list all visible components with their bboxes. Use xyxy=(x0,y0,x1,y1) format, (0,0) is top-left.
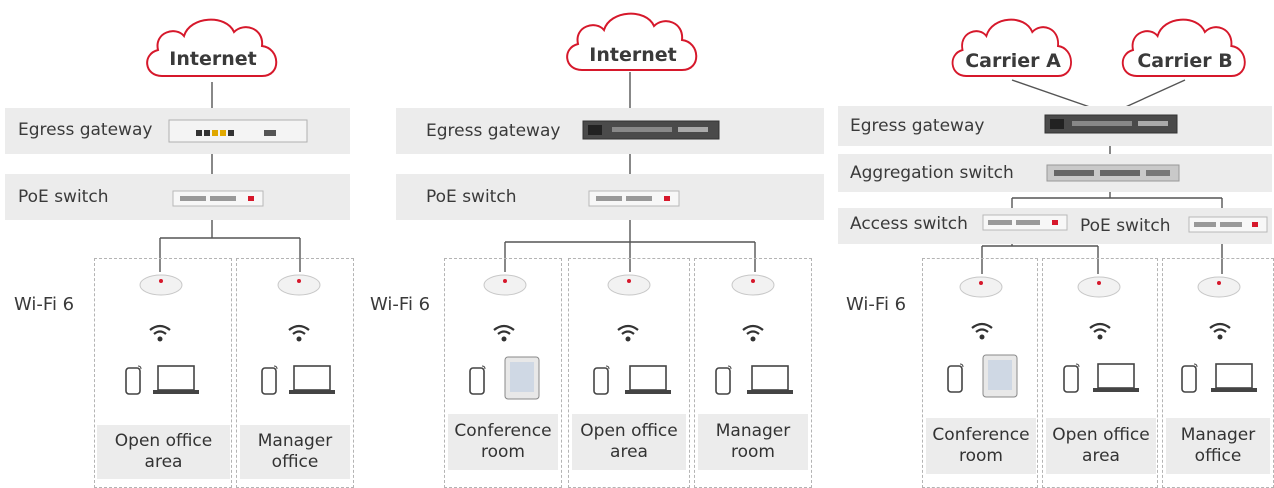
poe-switch-label: PoE switch xyxy=(1080,216,1171,236)
area-label-manager-office: Manager office xyxy=(1166,418,1270,474)
area-label-open-office: Open office area xyxy=(97,425,230,479)
access-point-icon xyxy=(606,272,652,298)
access-point-icon xyxy=(730,272,776,298)
phone-icon xyxy=(714,364,734,396)
carrier-a-cloud: Carrier A xyxy=(946,10,1080,84)
wifi-signal-icon xyxy=(490,318,518,344)
switch-device-icon xyxy=(588,190,680,208)
laptop-icon xyxy=(746,364,794,396)
cloud-icon xyxy=(951,18,1072,77)
access-point-icon xyxy=(138,272,184,298)
phone-icon xyxy=(946,362,966,394)
access-point-icon xyxy=(958,274,1004,300)
switch-device-icon xyxy=(172,190,264,208)
tablet-icon xyxy=(982,354,1018,398)
aggregation-switch-label: Aggregation switch xyxy=(850,163,1014,183)
wifi6-label: Wi-Fi 6 xyxy=(14,294,75,315)
internet-cloud: Internet xyxy=(140,10,286,84)
cloud-icon xyxy=(146,18,278,77)
laptop-icon xyxy=(624,364,672,396)
laptop-icon xyxy=(288,364,336,396)
phone-icon xyxy=(1062,362,1082,394)
egress-gateway-label: Egress gateway xyxy=(426,121,561,141)
cloud-label: Internet xyxy=(169,48,257,70)
gateway-device-icon xyxy=(168,118,308,146)
area-label-open-office: Open office area xyxy=(1046,418,1156,474)
access-point-icon xyxy=(1196,274,1242,300)
internet-cloud: Internet xyxy=(560,4,706,78)
gateway-device-icon xyxy=(582,120,720,142)
phone-icon xyxy=(260,364,280,396)
wifi6-label: Wi-Fi 6 xyxy=(370,294,431,315)
switch-device-icon xyxy=(1046,164,1180,184)
wifi-signal-icon xyxy=(285,318,313,344)
phone-icon xyxy=(468,364,488,396)
wifi-signal-icon xyxy=(1206,316,1234,342)
egress-gateway-label: Egress gateway xyxy=(850,116,985,136)
cloud-label: Carrier A xyxy=(965,50,1061,72)
carrier-b-cloud: Carrier B xyxy=(1116,10,1254,84)
cloud-icon xyxy=(566,12,698,71)
area-label-open-office: Open office area xyxy=(572,414,686,470)
cloud-label: Internet xyxy=(589,44,677,66)
wifi-signal-icon xyxy=(739,318,767,344)
egress-gateway-label: Egress gateway xyxy=(18,120,153,140)
laptop-icon xyxy=(152,364,200,396)
area-label-manager-room: Manager room xyxy=(698,414,808,470)
tablet-icon xyxy=(504,356,540,400)
phone-icon xyxy=(1180,362,1200,394)
wifi-signal-icon xyxy=(968,316,996,342)
wifi6-label: Wi-Fi 6 xyxy=(846,294,907,315)
laptop-icon xyxy=(1092,362,1140,394)
area-label-conference-room: Conference room xyxy=(926,418,1036,474)
wifi-signal-icon xyxy=(146,318,174,344)
switch-device-icon xyxy=(1188,216,1268,234)
area-label-manager-office: Manager office xyxy=(240,425,350,479)
access-switch-label: Access switch xyxy=(850,214,968,234)
access-point-icon xyxy=(482,272,528,298)
cloud-icon xyxy=(1121,18,1246,77)
phone-icon xyxy=(592,364,612,396)
gateway-device-icon xyxy=(1044,114,1178,136)
cloud-label: Carrier B xyxy=(1137,50,1233,72)
poe-switch-label: PoE switch xyxy=(426,187,517,207)
area-label-conference-room: Conference room xyxy=(448,414,558,470)
access-point-icon xyxy=(1076,274,1122,300)
phone-icon xyxy=(124,364,144,396)
access-point-icon xyxy=(276,272,322,298)
switch-device-icon xyxy=(982,214,1068,232)
laptop-icon xyxy=(1210,362,1258,394)
wifi-signal-icon xyxy=(614,318,642,344)
poe-switch-label: PoE switch xyxy=(18,187,109,207)
wifi-signal-icon xyxy=(1086,316,1114,342)
